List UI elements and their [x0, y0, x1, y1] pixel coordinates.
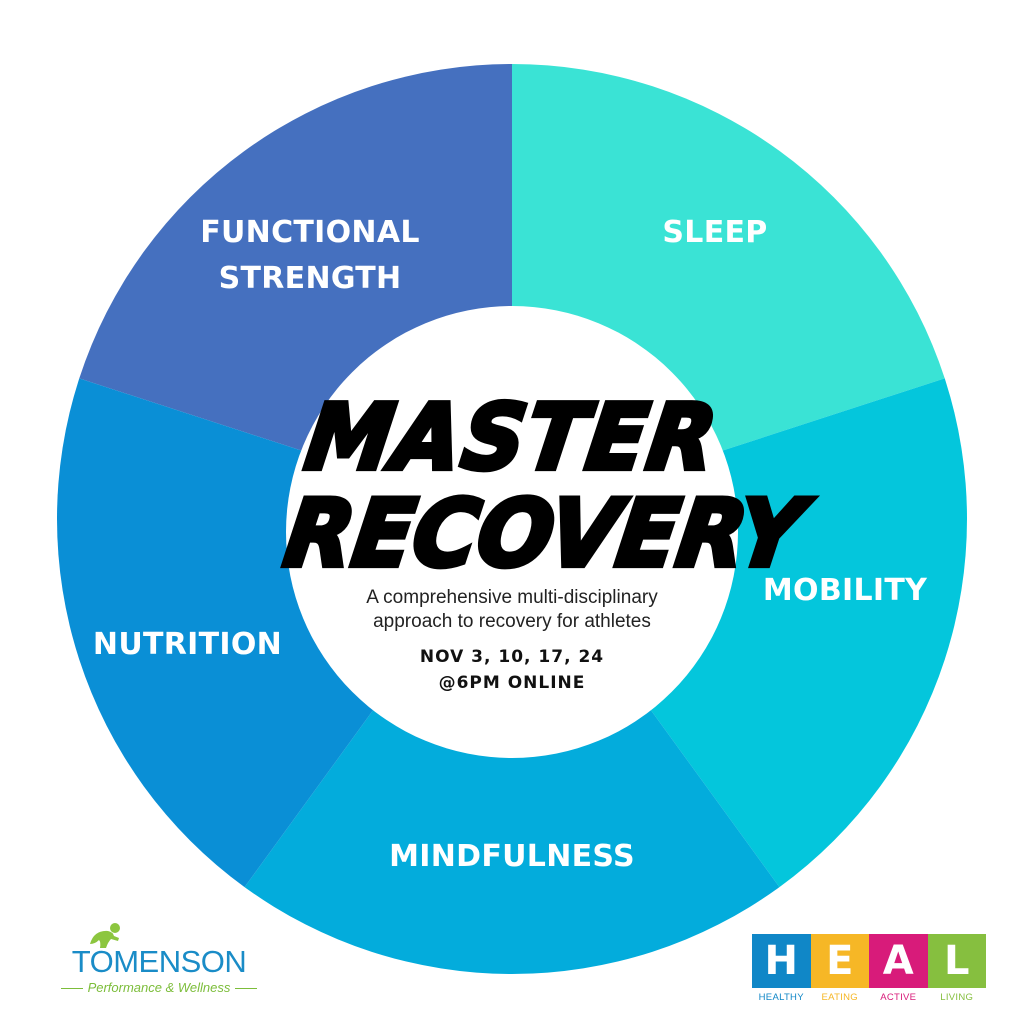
heal-letter-l: L — [927, 934, 986, 988]
center-content: MASTER RECOVERY A comprehensive multi-di… — [276, 306, 812, 696]
label-line: FUNCTIONAL — [200, 215, 420, 250]
heal-caption-healthy: HEALTHY — [758, 992, 804, 1003]
heal-letter-h: H — [752, 934, 811, 988]
tomenson-tagline: Performance & Wellness — [44, 980, 274, 995]
heal-caption-active: ACTIVE — [880, 992, 917, 1003]
cyclist-icon — [90, 923, 120, 948]
subtitle: A comprehensive multi-disciplinary appro… — [286, 586, 738, 634]
title-line-2: RECOVERY — [276, 477, 812, 590]
heal-caption-living: LIVING — [940, 992, 974, 1003]
tomenson-logo: TOMENSON Performance & Wellness — [44, 920, 274, 1000]
tomenson-wordmark: TOMENSON — [71, 944, 247, 979]
label-line: SLEEP — [662, 215, 768, 250]
segment-label-mobility: MOBILITY — [745, 568, 945, 614]
segment-label-mindfulness: MINDFULNESS — [362, 834, 662, 880]
dates-line-2: @6PM ONLINE — [438, 673, 586, 693]
center-circle — [286, 306, 738, 758]
heal-letter-e: E — [810, 934, 869, 988]
label-line: MINDFULNESS — [389, 839, 635, 874]
segment-label-nutrition: NUTRITION — [80, 622, 295, 668]
title-line-1: MASTER — [297, 383, 727, 493]
heal-logo: H E A L HEALTHY EATING ACTIVE LIVING — [752, 934, 988, 1006]
subtitle-line-2: approach to recovery for athletes — [373, 611, 651, 632]
heal-caption-eating: EATING — [821, 992, 858, 1003]
dates-line-1: NOV 3, 10, 17, 24 — [419, 647, 605, 667]
heal-letter-a: A — [869, 934, 928, 988]
label-line: STRENGTH — [218, 261, 402, 296]
label-line: NUTRITION — [92, 627, 283, 662]
event-dates: NOV 3, 10, 17, 24 @6PM ONLINE — [286, 644, 738, 696]
segment-label-sleep: SLEEP — [640, 210, 790, 256]
subtitle-line-1: A comprehensive multi-disciplinary — [366, 587, 658, 608]
label-line: MOBILITY — [762, 573, 928, 608]
segment-label-functional-strength: FUNCTIONAL STRENGTH — [180, 210, 440, 302]
